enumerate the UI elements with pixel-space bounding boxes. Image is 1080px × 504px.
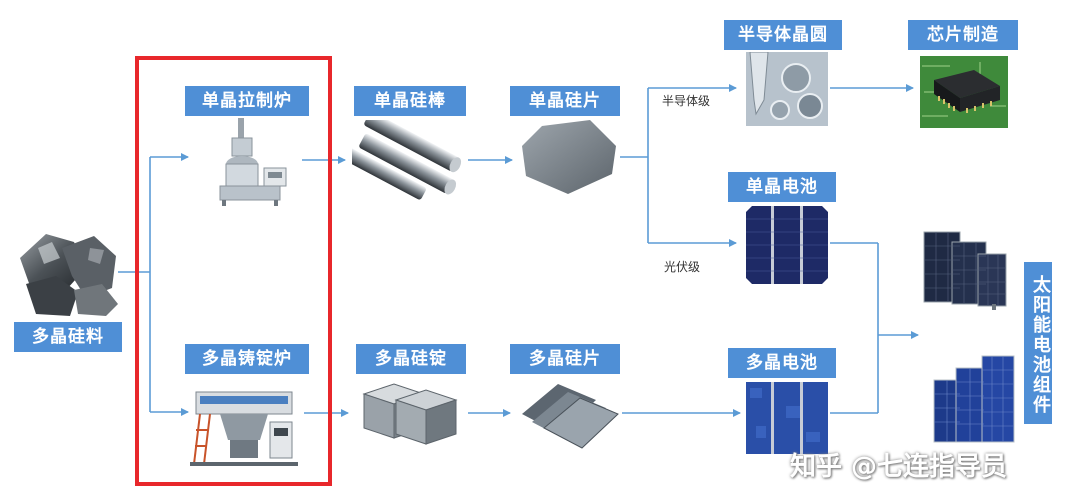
node-chip-making: 芯片制造 [908, 20, 1018, 50]
polysilicon-rock-image [20, 234, 118, 316]
node-semi-wafer: 半导体晶圆 [724, 20, 842, 50]
mono-wafer-image [522, 120, 616, 194]
highlight-box [135, 56, 332, 486]
node-mono-cell: 单晶电池 [728, 172, 836, 202]
watermark-text: 知乎 @七连指导员 [790, 452, 1008, 482]
chip-image [920, 56, 1008, 128]
node-poly-wafer: 多晶硅片 [510, 344, 620, 374]
poly-cell-image [746, 382, 828, 454]
node-poly-furnace: 多晶铸锭炉 [185, 344, 309, 374]
semi-wafer-image [746, 52, 828, 126]
solar-module-image-bottom [933, 355, 1015, 443]
node-poly-material: 多晶硅料 [14, 322, 122, 352]
node-mono-furnace: 单晶拉制炉 [185, 86, 309, 116]
mono-furnace-image [219, 118, 287, 206]
solar-module-image-top [923, 231, 1007, 310]
node-poly-cell: 多晶电池 [728, 348, 836, 378]
poly-furnace-image [190, 391, 298, 466]
node-poly-ingot: 多晶硅锭 [356, 344, 466, 374]
branch-label-semiconductor: 半导体级 [662, 94, 711, 108]
node-solar-module: 太阳能电池组件 [1024, 262, 1052, 424]
node-mono-wafer: 单晶硅片 [510, 86, 620, 116]
poly-wafer-image [522, 384, 619, 449]
mono-rod-image [352, 120, 462, 200]
node-mono-rod: 单晶硅棒 [354, 86, 466, 116]
mono-cell-image [746, 206, 828, 284]
poly-ingot-image [362, 383, 458, 445]
branch-label-pv: 光伏级 [664, 260, 701, 274]
